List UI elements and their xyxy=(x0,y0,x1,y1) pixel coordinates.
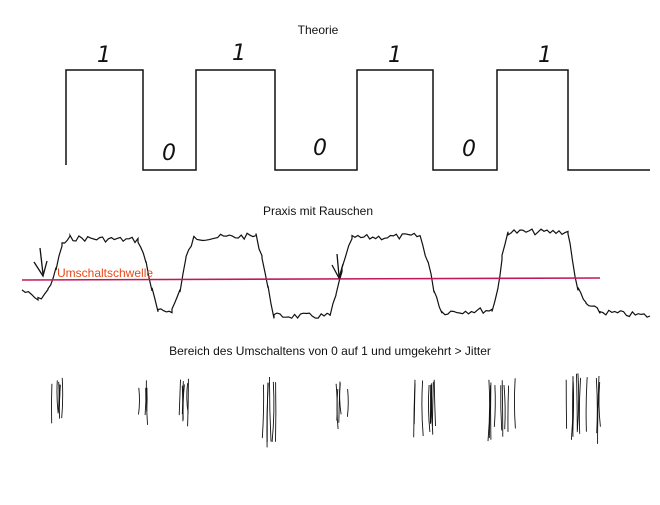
jitter-hatch-1 xyxy=(138,380,148,425)
jitter-title: Bereich des Umschaltens von 0 auf 1 und … xyxy=(169,344,491,358)
jitter-hatch-3 xyxy=(261,376,277,448)
noisy-signal-wave xyxy=(21,228,651,319)
bit-label-1: 0 xyxy=(162,141,176,166)
theory-title: Theorie xyxy=(297,23,339,37)
jitter-hatch-5 xyxy=(413,379,436,438)
jitter-hatch-2 xyxy=(178,378,189,427)
bit-label-4: 1 xyxy=(388,43,402,68)
threshold-line xyxy=(21,277,601,281)
jitter-hatch-6 xyxy=(487,378,516,442)
bit-label-0: 1 xyxy=(97,43,111,68)
jitter-hatch-4 xyxy=(335,381,349,430)
bit-label-5: 0 xyxy=(462,137,476,162)
square-wave-path xyxy=(65,69,650,171)
crossing-arrow-1 xyxy=(33,247,48,278)
bit-label-6: 1 xyxy=(538,43,552,68)
bit-label-2: 1 xyxy=(232,41,246,66)
noisy-wave-path xyxy=(21,228,651,319)
threshold-label: Umschaltschwelle xyxy=(57,266,154,280)
jitter-marks xyxy=(50,373,601,448)
theory-square-wave: 1 0 1 0 1 0 1 xyxy=(65,41,650,171)
crossing-arrow-2 xyxy=(331,253,344,280)
bit-label-3: 0 xyxy=(313,136,327,161)
jitter-hatch-0 xyxy=(50,377,64,424)
practice-title: Praxis mit Rauschen xyxy=(262,204,374,218)
jitter-hatch-7 xyxy=(565,373,601,444)
